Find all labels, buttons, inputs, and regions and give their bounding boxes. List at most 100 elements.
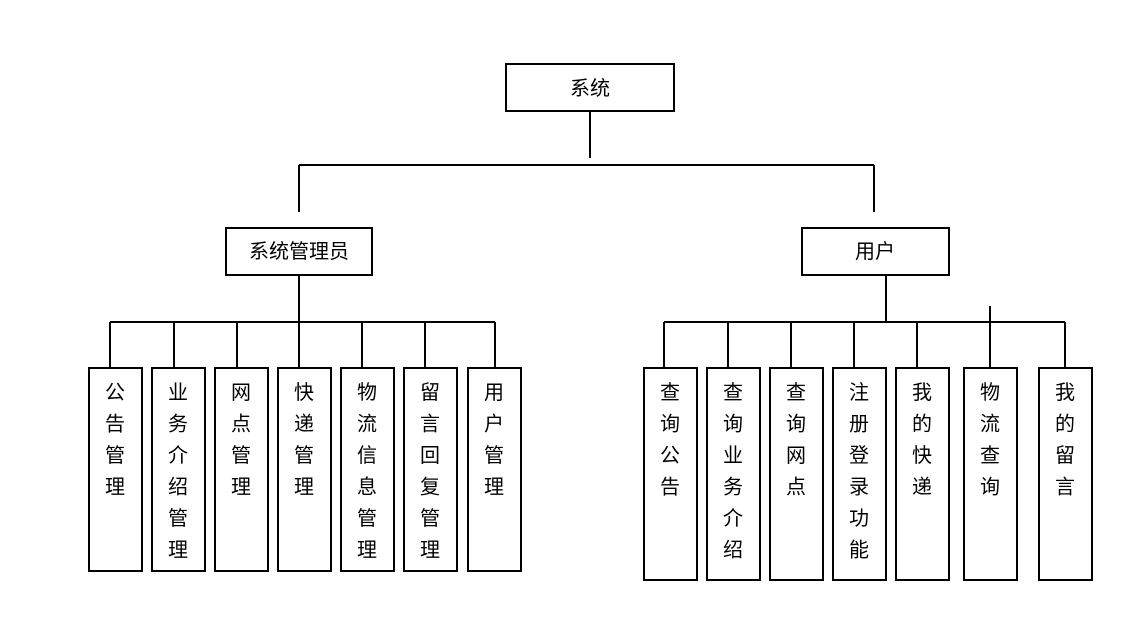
label-char: 业 [723,443,743,467]
label-char: 理 [168,538,188,562]
label-char: 查 [786,380,806,404]
label-char: 留 [420,380,440,404]
label-char: 注 [849,380,869,404]
label-char: 询 [660,412,680,436]
label-char: 绍 [168,475,188,499]
admin-child-5: 物流信息管理 [340,367,395,572]
label-char: 快 [294,380,314,404]
label-char: 管 [105,443,125,467]
user-child-4: 注册登录功能 [832,367,887,581]
label-char: 能 [849,538,869,562]
user-child-7-label: 我的留言 [1055,380,1075,499]
label-char: 查 [723,380,743,404]
admin-child-7-label: 用户管理 [484,380,504,499]
user-child-3-label: 查询网点 [786,380,806,499]
user-child-2-label: 查询业务介绍 [723,380,743,562]
label-char: 网 [786,443,806,467]
label-char: 业 [168,380,188,404]
label-char: 物 [980,380,1000,404]
label-char: 录 [849,475,869,499]
user-child-7: 我的留言 [1038,367,1093,581]
label-char: 信 [357,443,377,467]
admin-child-1: 公告管理 [88,367,143,572]
admin-label: 系统管理员 [249,239,349,263]
label-char: 介 [723,506,743,530]
label-char: 理 [105,475,125,499]
admin-child-6-label: 留言回复管理 [420,380,440,562]
label-char: 询 [980,475,1000,499]
admin-child-5-label: 物流信息管理 [357,380,377,562]
admin-child-4-label: 快递管理 [294,380,314,499]
label-char: 查 [980,443,1000,467]
label-char: 流 [980,412,1000,436]
label-char: 公 [105,380,125,404]
label-char: 告 [660,475,680,499]
admin-child-1-label: 公告管理 [105,380,125,499]
label-char: 物 [357,380,377,404]
connectors [109,111,1066,368]
user-child-3: 查询网点 [769,367,824,581]
label-char: 管 [357,506,377,530]
label-char: 递 [294,412,314,436]
user-child-1: 查询公告 [643,367,698,581]
label-char: 息 [357,475,377,499]
label-char: 的 [912,412,932,436]
user-child-2: 查询业务介绍 [706,367,761,581]
label-char: 网 [231,380,251,404]
admin-child-3: 网点管理 [214,367,269,572]
user-child-1-label: 查询公告 [660,380,680,499]
label-char: 绍 [723,538,743,562]
label-char: 复 [420,475,440,499]
label-char: 告 [105,412,125,436]
label-char: 的 [1055,412,1075,436]
label-char: 言 [1055,475,1075,499]
label-char: 快 [912,443,932,467]
user-child-6: 物流查询 [963,367,1018,581]
label-char: 管 [484,443,504,467]
label-char: 回 [420,443,440,467]
label-char: 务 [723,475,743,499]
label-char: 管 [168,506,188,530]
admin-child-7: 用户管理 [467,367,522,572]
admin-child-6: 留言回复管理 [403,367,458,572]
user-child-4-label: 注册登录功能 [849,380,869,562]
label-char: 我 [912,380,932,404]
label-char: 点 [231,412,251,436]
admin-child-3-label: 网点管理 [231,380,251,499]
admin-child-2-label: 业务介绍管理 [168,380,188,562]
label-char: 册 [849,412,869,436]
label-char: 点 [786,475,806,499]
label-char: 言 [420,412,440,436]
label-char: 管 [420,506,440,530]
label-char: 户 [484,412,504,436]
label-char: 管 [294,443,314,467]
label-char: 介 [168,443,188,467]
label-char: 理 [357,538,377,562]
user-label: 用户 [855,239,895,263]
admin-node: 系统管理员 [225,227,373,276]
label-char: 流 [357,412,377,436]
admin-child-4: 快递管理 [277,367,332,572]
label-char: 理 [231,475,251,499]
user-node: 用户 [801,227,950,276]
label-char: 留 [1055,443,1075,467]
label-char: 我 [1055,380,1075,404]
label-char: 理 [294,475,314,499]
user-child-5-label: 我的快递 [912,380,932,499]
root-label: 系统 [570,76,610,100]
label-char: 管 [231,443,251,467]
user-child-6-label: 物流查询 [980,380,1000,499]
label-char: 登 [849,443,869,467]
user-child-5: 我的快递 [895,367,950,581]
label-char: 递 [912,475,932,499]
label-char: 理 [420,538,440,562]
label-char: 务 [168,412,188,436]
root-node: 系统 [505,63,675,112]
label-char: 询 [786,412,806,436]
label-char: 用 [484,380,504,404]
label-char: 公 [660,443,680,467]
label-char: 功 [849,506,869,530]
label-char: 理 [484,475,504,499]
label-char: 查 [660,380,680,404]
